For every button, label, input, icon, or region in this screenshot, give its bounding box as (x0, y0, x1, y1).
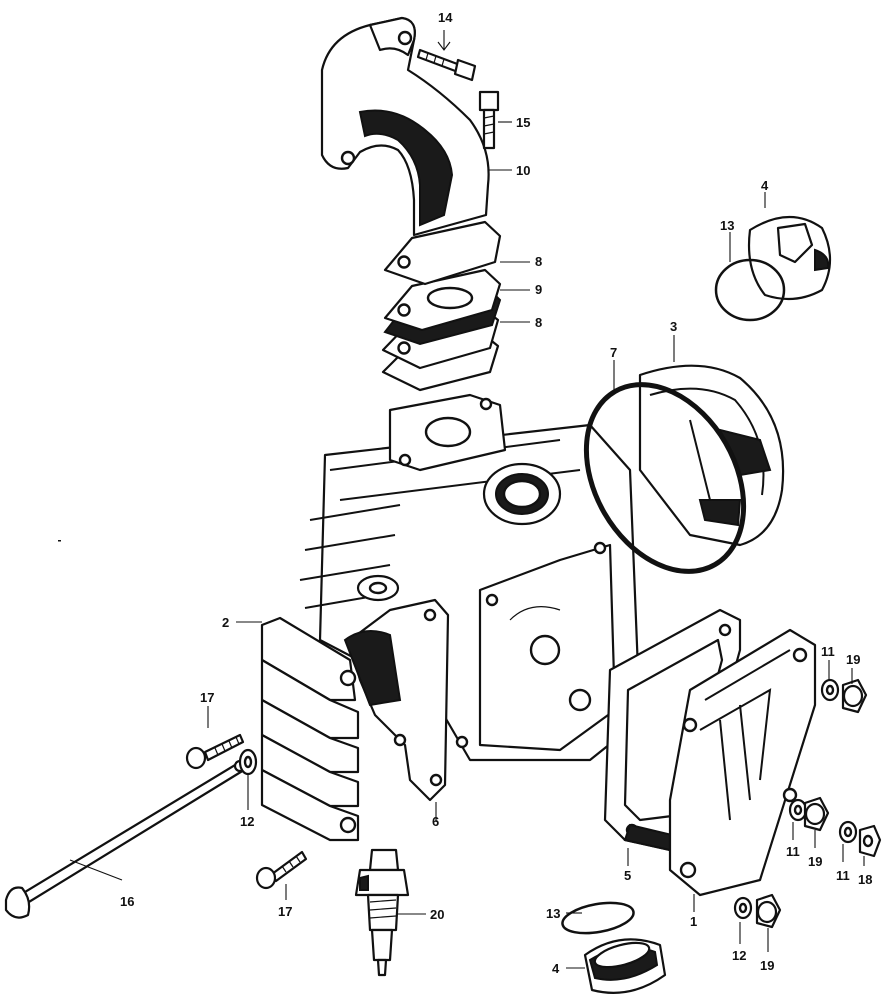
washer-12-left (238, 748, 258, 776)
cam-cover-3 (638, 364, 785, 547)
o-ring-13-bottom (561, 901, 635, 935)
callout-17-upper: 17 (200, 690, 214, 705)
bolt-14 (416, 48, 477, 82)
callout-9: 9 (535, 282, 542, 297)
side-cover-1 (668, 628, 817, 897)
bolt-17-lower (255, 850, 308, 890)
callout-7: 7 (610, 345, 617, 360)
cylinder-fins-2 (260, 616, 360, 842)
scan-mark (58, 540, 61, 542)
cap-4-top (747, 215, 832, 301)
callout-20: 20 (430, 907, 444, 922)
callout-19-bottom: 19 (760, 958, 774, 973)
cap-nut-19-mid (803, 796, 830, 832)
washer-11-top (820, 678, 840, 702)
callout-1: 1 (690, 914, 697, 929)
callout-19-mid: 19 (808, 854, 822, 869)
washer-11-mid (788, 798, 808, 822)
cap-4-bottom (583, 938, 667, 994)
callout-4-bottom: 4 (552, 961, 560, 976)
cap-nut-19-bottom (755, 893, 782, 929)
callout-12-left: 12 (240, 814, 254, 829)
callout-8-upper: 8 (535, 254, 542, 269)
spark-plug-20 (354, 848, 410, 977)
callout-11-top: 11 (821, 644, 835, 659)
leader-lines (69, 30, 865, 969)
callout-6: 6 (432, 814, 439, 829)
callout-3: 3 (670, 319, 677, 334)
callout-8-lower: 8 (535, 315, 542, 330)
callout-11-mid: 11 (786, 844, 800, 859)
washer-12-right (733, 896, 753, 920)
callout-13-top: 13 (720, 218, 734, 233)
callout-15: 15 (516, 115, 530, 130)
flange-stack (381, 220, 502, 392)
callout-5: 5 (624, 868, 631, 883)
callout-4-top: 4 (761, 178, 769, 193)
callout-2: 2 (222, 615, 229, 630)
o-ring-13-top (714, 258, 786, 322)
nut-18 (858, 824, 882, 858)
callout-13-bottom: 13 (546, 906, 560, 921)
callout-17-lower: 17 (278, 904, 292, 919)
gasket-6 (343, 598, 450, 802)
cylinder-head (299, 393, 642, 762)
callout-labels: 14 15 10 8 9 8 4 13 3 7 2 11 19 17 12 6 … (120, 10, 872, 976)
bolt-15 (478, 90, 500, 150)
callout-16: 16 (120, 894, 134, 909)
callout-18: 18 (858, 872, 872, 887)
callout-19-top: 19 (846, 652, 860, 667)
callout-12-right: 12 (732, 948, 746, 963)
callout-11-right: 11 (836, 868, 850, 883)
callout-10: 10 (516, 163, 530, 178)
intake-pipe (320, 16, 490, 237)
callout-14: 14 (438, 10, 453, 25)
bolt-17-upper (185, 733, 245, 770)
washer-11-right (838, 820, 858, 844)
o-ring-7 (583, 382, 747, 574)
cap-nut-19-top (841, 678, 868, 714)
